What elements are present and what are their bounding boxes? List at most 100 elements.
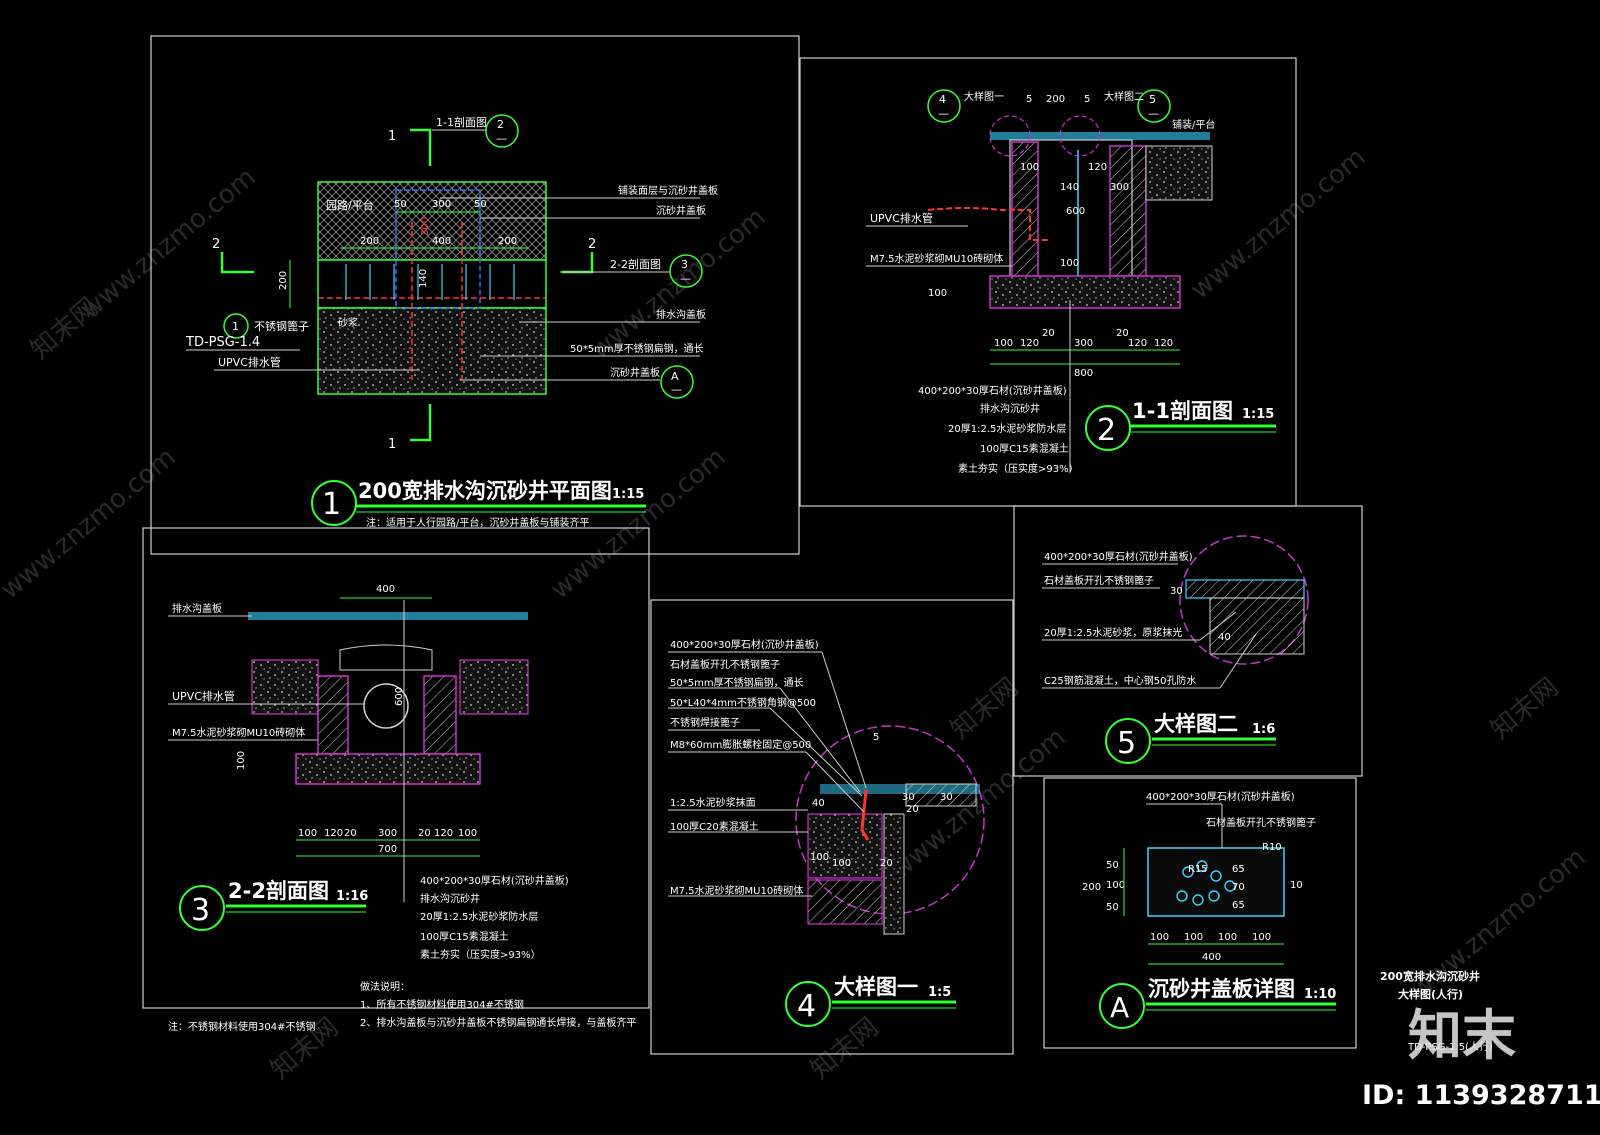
section-masonry-label: M7.5水泥砂浆砌MU10砖砌体	[172, 726, 305, 739]
ref-bubble-num: A	[671, 370, 679, 383]
svg-text:400*200*30厚石材(沉砂井盖板): 400*200*30厚石材(沉砂井盖板)	[420, 874, 569, 887]
cut-mark-1: 1	[388, 437, 396, 452]
plan-tag: TD-PSG-1.4	[185, 335, 260, 350]
title-bubble	[179, 885, 225, 931]
svg-text:100: 100	[1106, 880, 1125, 891]
svg-text:70: 70	[1232, 882, 1245, 893]
svg-text:800: 800	[1074, 368, 1093, 379]
cover-labels: 400*200*30厚石材(沉砂井盖板) 石材盖板开孔不锈钢篦子 R15 R10…	[1082, 790, 1316, 963]
panel-scale: 1:16	[336, 889, 368, 904]
detail-concrete	[807, 813, 883, 879]
svg-text:10: 10	[1290, 880, 1303, 891]
svg-text:不锈钢焊接篦子: 不锈钢焊接篦子	[670, 716, 740, 729]
watermark-url: www.znzmo.com	[1185, 142, 1371, 305]
svg-text:20: 20	[1042, 328, 1055, 339]
note-line: 2、排水沟盖板与沉砂井盖板不锈钢扁钢通长焊接，与盖板齐平	[360, 1016, 636, 1029]
ref-bubble	[223, 313, 249, 339]
cut-line-1-top	[410, 128, 432, 166]
watermark-text: 知末网	[1485, 672, 1564, 745]
svg-text:5: 5	[1026, 94, 1032, 105]
title-number: 5	[1117, 726, 1136, 761]
plan-right-label: 沉砂井盖板	[656, 204, 706, 217]
svg-text:20: 20	[1116, 328, 1129, 339]
ref-bubble-num: 1	[232, 320, 239, 333]
section-base-concrete	[295, 753, 481, 785]
cover-holes	[1176, 860, 1236, 906]
svg-text:400: 400	[1202, 952, 1221, 963]
section-wall-left	[1011, 141, 1039, 277]
detail-cover	[820, 784, 980, 794]
svg-text:700: 700	[378, 844, 397, 855]
title-number: 4	[797, 989, 816, 1024]
section-layer-labels: 400*200*30厚石材(沉砂井盖板) 排水沟沉砂井 20厚1:2.5水泥砂浆…	[420, 874, 569, 961]
svg-text:200: 200	[360, 236, 379, 247]
ref-bubble-dash: —	[496, 132, 507, 145]
ref-label-22: 2-2剖面图	[610, 257, 661, 271]
svg-text:120: 120	[1088, 162, 1107, 173]
svg-text:排水沟沉砂井: 排水沟沉砂井	[980, 402, 1040, 415]
watermarks: 知末网 www.znzmo.com www.znzmo.com www.znzm…	[0, 142, 1592, 1085]
section-paving-left	[251, 659, 319, 715]
ref-bubble-dash: —	[938, 107, 949, 120]
plan-grate-bars	[345, 264, 515, 300]
bottom-note: 注：不锈钢材料使用304#不锈钢	[168, 1020, 315, 1033]
svg-text:100: 100	[994, 338, 1013, 349]
cut-line-1-bottom	[410, 404, 432, 442]
panel-frame	[142, 527, 650, 1009]
svg-text:600: 600	[1066, 206, 1085, 217]
svg-text:50*L40*4mm不锈钢角钢@500: 50*L40*4mm不锈钢角钢@500	[670, 696, 816, 709]
panel-title: 1-1剖面图	[1132, 399, 1233, 423]
detail2-leaders	[1042, 563, 1257, 689]
ref-bubble	[485, 114, 519, 148]
panel-title: 2-2剖面图	[228, 879, 329, 903]
panel-section-22: 400 600 排水沟盖板 UPVC排水管 M7.5水泥砂浆砌MU10砖砌体 1…	[142, 527, 650, 1033]
title-block-line2: 大样图(人行)	[1398, 987, 1463, 1001]
detail-ref-label: 大样图一	[964, 90, 1004, 103]
cut-line-2-right	[562, 252, 594, 274]
panel-scale: 1:6	[1252, 722, 1275, 737]
panel-detail-2: 400*200*30厚石材(沉砂井盖板) 石材盖板开孔不锈钢篦子 20厚1:2.…	[1013, 505, 1363, 777]
section-paving-label: 排水沟盖板	[172, 602, 222, 615]
panel-note: 注：适用于人行园路/平台，沉砂井盖板与铺装齐平	[366, 516, 589, 529]
image-id: ID: 1139328711	[1362, 1080, 1600, 1111]
svg-text:400*200*30厚石材(沉砂井盖板): 400*200*30厚石材(沉砂井盖板)	[1044, 550, 1193, 563]
panel-title: 大样图一	[834, 975, 918, 999]
section-layer-labels: 400*200*30厚石材(沉砂井盖板) 排水沟沉砂井 20厚1:2.5水泥砂浆…	[918, 384, 1079, 475]
watermark-url: www.znzmo.com	[0, 442, 182, 605]
svg-text:100厚C15素混凝土: 100厚C15素混凝土	[420, 930, 509, 943]
svg-text:20: 20	[880, 858, 893, 869]
ref-bubble-dash: —	[680, 272, 691, 285]
svg-text:400: 400	[432, 236, 451, 247]
ref-bubble	[660, 365, 694, 399]
svg-text:石材盖板开孔不锈钢篦子: 石材盖板开孔不锈钢篦子	[670, 658, 780, 671]
svg-text:100: 100	[832, 858, 851, 869]
detail-bolt	[860, 789, 870, 841]
svg-text:素土夯实（压实度>93%）: 素土夯实（压实度>93%）	[958, 462, 1079, 475]
svg-text:300: 300	[432, 199, 451, 210]
svg-text:120: 120	[1128, 338, 1147, 349]
svg-text:400*200*30厚石材(沉砂井盖板): 400*200*30厚石材(沉砂井盖板)	[918, 384, 1067, 397]
detail-leaders	[668, 651, 867, 897]
svg-text:100: 100	[298, 828, 317, 839]
ref-bubble	[927, 89, 961, 123]
panel-cover-detail: 400*200*30厚石材(沉砂井盖板) 石材盖板开孔不锈钢篦子 R15 R10…	[1043, 777, 1357, 1049]
detail-circle	[1059, 115, 1101, 157]
detail-ref-label: 大样图二	[1104, 90, 1144, 103]
svg-text:140: 140	[1060, 182, 1079, 193]
svg-text:400*200*30厚石材(沉砂井盖板): 400*200*30厚石材(沉砂井盖板)	[1146, 790, 1295, 803]
svg-text:100: 100	[810, 852, 829, 863]
svg-text:120: 120	[1154, 338, 1173, 349]
svg-text:100: 100	[1184, 932, 1203, 943]
ref-bubble	[1137, 89, 1171, 123]
svg-text:排水沟沉砂井: 排水沟沉砂井	[420, 892, 480, 905]
svg-text:20: 20	[906, 804, 919, 815]
svg-text:200: 200	[1046, 94, 1065, 105]
ref-bubble-num: 5	[1149, 93, 1156, 106]
panel-scale: 1:15	[612, 487, 644, 502]
ref-bubble-dash: —	[1148, 107, 1159, 120]
section-v-dim: 100	[236, 751, 247, 770]
svg-text:65: 65	[1232, 864, 1245, 875]
ref-bubble-dash: —	[671, 383, 682, 396]
ref-bubble	[669, 254, 703, 288]
svg-text:50: 50	[474, 199, 487, 210]
